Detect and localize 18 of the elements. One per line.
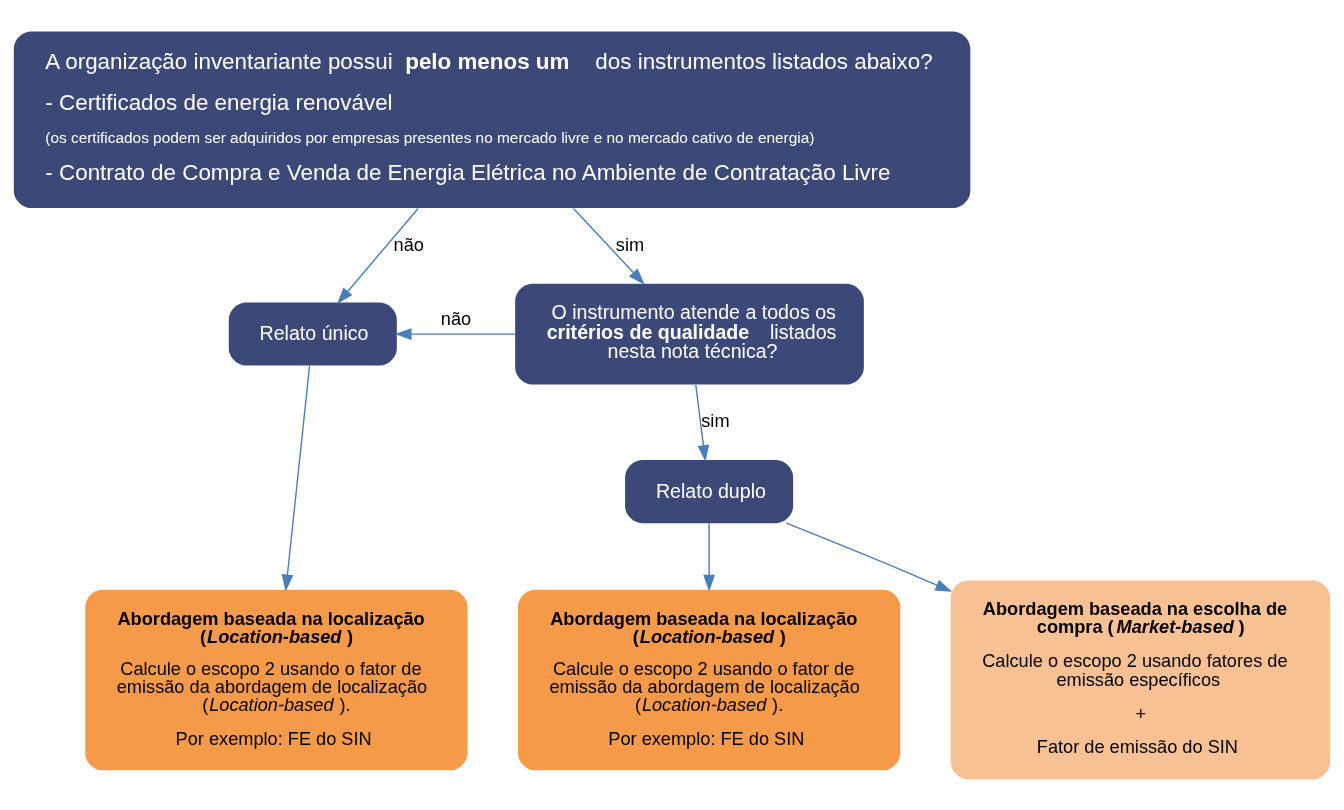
node-box: Relato duplo [625,459,794,523]
arrow [703,522,715,592]
node-box: Abordagem baseada na localização (Location-based) Calcule o escopo 2 usando o fator de emissão da abordagem de localização (Location-based). Por exemplo: FE do SIN [85,589,468,770]
node-box: Relato único [228,302,397,366]
arrow [572,207,645,285]
edge-label: não [393,234,424,255]
arrow [337,207,419,304]
edge-label: sim [615,234,645,255]
edge-label: sim [701,410,730,431]
arrow [281,364,311,591]
arrow [785,521,953,592]
node-box: Abordagem baseada na escolha de compra (Market-based) Calcule o escopo 2 usando fatores de emissão específicos + Fator de emissão do SIN [950,580,1331,779]
edge-label: não [440,308,472,329]
node-box: O instrumento atende a todos os critérios de qualidade listados nesta nota técnica? [515,283,864,384]
node-box: A organização inventariante possui pelo menos um dos instrumentos listados abaixo? - Certificados de energia renovável (os certificados podem ser adquiridos por empresas presentes no mercado livre e no mercado cativo de energia) - Contrato de Compra e Venda de Energia Elétrica no Ambiente de Contratação Livre [13,31,971,208]
arrow [394,327,516,340]
arrow [695,383,710,462]
node-box: Abordagem baseada na localização (Location-based) Calcule o escopo 2 usando o fator de emissão da abordagem de localização (Location-based). Por exemplo: FE do SIN [517,589,901,770]
